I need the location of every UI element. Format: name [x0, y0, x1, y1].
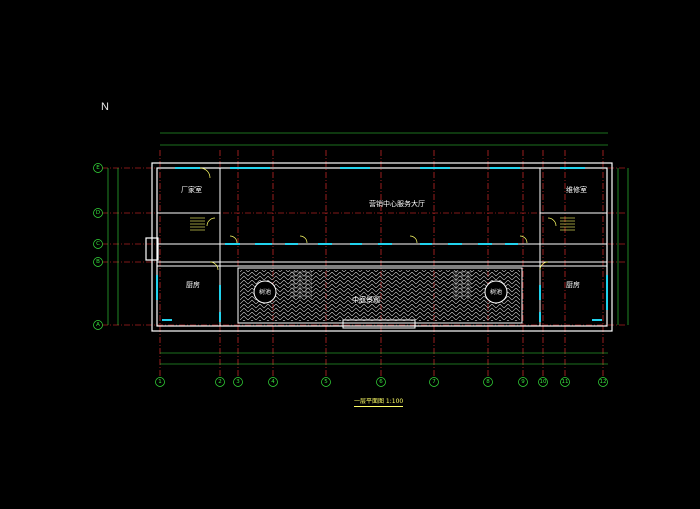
axis-11-label: 11 — [561, 378, 569, 385]
axis-C-bubble — [93, 239, 103, 249]
axis-5-bubble — [321, 377, 331, 387]
doors — [199, 167, 557, 271]
axis-10-bubble — [538, 377, 548, 387]
axis-4-bubble — [268, 377, 278, 387]
drawing-title: 一层平面图 1:100 — [354, 398, 404, 407]
axis-A-bubble — [93, 320, 103, 330]
axis-1-bubble — [155, 377, 165, 387]
room-label-right-upper: 维修室 — [566, 186, 587, 194]
axis-3-bubble — [233, 377, 243, 387]
axis-1-label: 1 — [158, 378, 162, 385]
axis-8-bubble — [483, 377, 493, 387]
axis-12-bubble — [598, 377, 608, 387]
room-label-planter-left: 树池 — [259, 289, 272, 296]
axis-10-label: 10 — [539, 378, 547, 385]
axis-4-label: 4 — [271, 378, 275, 385]
exterior-walls — [145, 162, 613, 332]
stairs — [190, 217, 575, 231]
windows — [156, 167, 608, 322]
room-label-hall: 营销中心服务大厅 — [369, 200, 425, 208]
axis-8-label: 8 — [486, 378, 490, 385]
axis-bubbles — [93, 163, 608, 387]
axis-12-label: 12 — [599, 378, 607, 385]
axis-3-label: 3 — [236, 378, 240, 385]
axis-11-bubble — [560, 377, 570, 387]
axis-E-label: E — [96, 164, 100, 171]
room-label-left-upper: 厂家室 — [181, 186, 202, 194]
dimension-lines — [107, 132, 629, 365]
axis-9-bubble — [518, 377, 528, 387]
axis-6-bubble — [376, 377, 386, 387]
axis-B-label: B — [96, 258, 100, 265]
axis-D-label: D — [95, 209, 101, 216]
axis-D-bubble — [93, 208, 103, 218]
room-label-left-lower: 厨房 — [186, 281, 200, 289]
axis-C-label: C — [96, 240, 100, 247]
axis-5-label: 5 — [324, 378, 328, 385]
axis-E-bubble — [93, 163, 103, 173]
axis-2-bubble — [215, 377, 225, 387]
room-label-planter-right: 树池 — [490, 289, 503, 296]
planter-circles — [253, 280, 508, 304]
axis-7-label: 7 — [432, 378, 436, 385]
axis-2-label: 2 — [218, 378, 222, 385]
axis-9-label: 9 — [521, 378, 525, 385]
axis-A-label: A — [96, 321, 100, 328]
north-arrow-label: N — [101, 101, 109, 113]
courtyard-paving-hatch — [240, 270, 520, 321]
axis-7-bubble — [429, 377, 439, 387]
axis-B-bubble — [93, 257, 103, 267]
axis-6-label: 6 — [379, 378, 383, 385]
room-label-courtyard: 中庭景观 — [352, 296, 380, 304]
room-label-right-lower: 厨房 — [566, 281, 580, 289]
